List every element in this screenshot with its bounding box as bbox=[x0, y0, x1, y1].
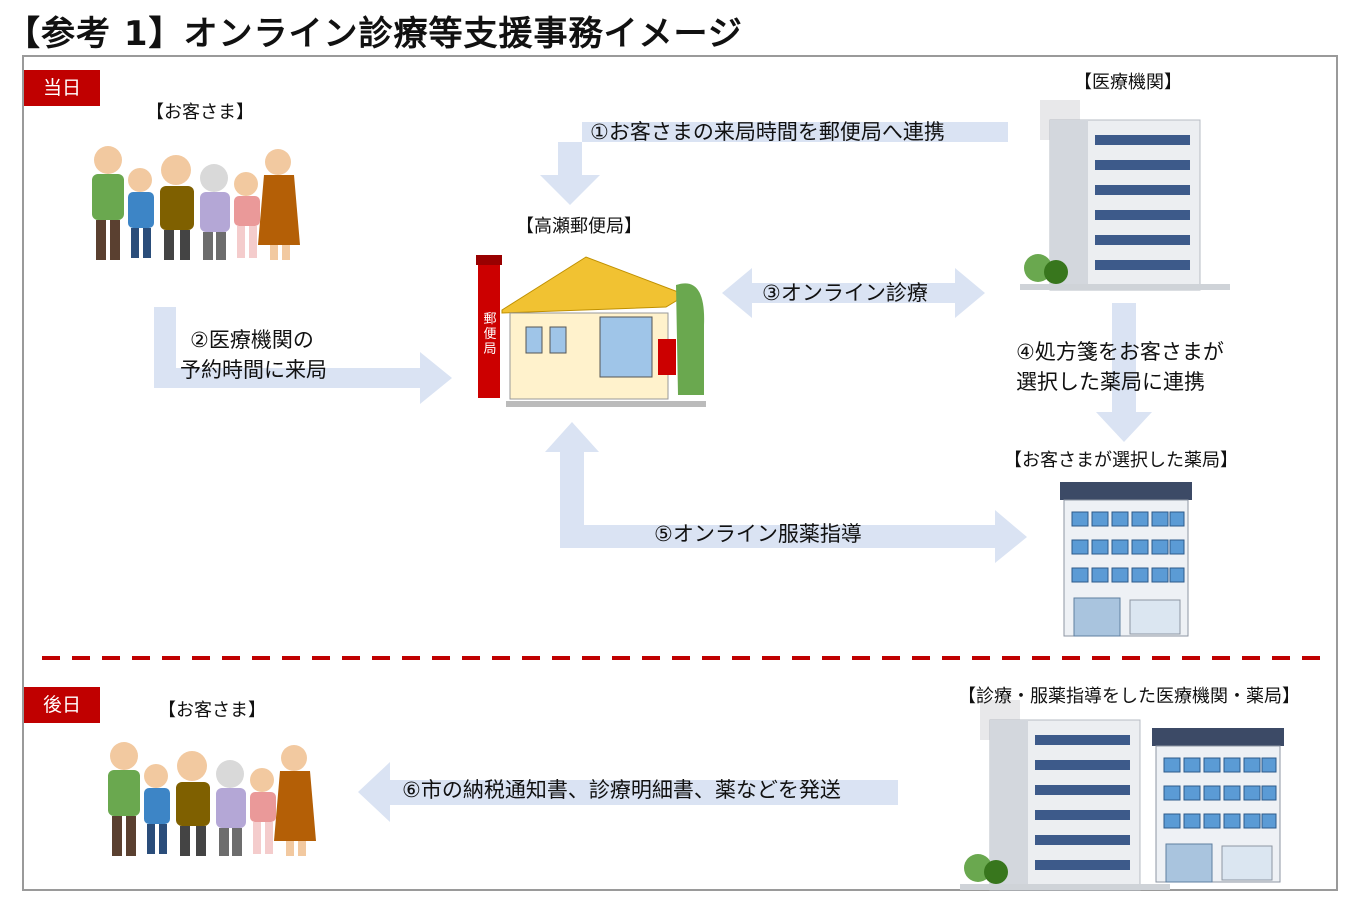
label-customer-bottom: 【お客さま】 bbox=[158, 700, 266, 721]
label-after-facilities: 【診療・服薬指導をした医療機関・薬局】 bbox=[958, 686, 1300, 707]
label-medical-institution: 【医療機関】 bbox=[1074, 72, 1182, 93]
section-tag-today: 当日 bbox=[24, 70, 100, 106]
flow-1-text: ①お客さまの来局時間を郵便局へ連携 bbox=[590, 120, 945, 144]
post-office-sign: 郵便局 bbox=[483, 312, 497, 357]
flow-6-text: ⑥市の納税通知書、診療明細書、薬などを発送 bbox=[402, 778, 841, 802]
arrow-2 bbox=[154, 307, 452, 404]
flow-3-text: ③オンライン診療 bbox=[762, 281, 928, 305]
hospital-illustration-bottom bbox=[959, 699, 1171, 891]
section-tag-later: 後日 bbox=[24, 687, 100, 723]
pharmacy-illustration-bottom bbox=[1151, 727, 1285, 883]
arrow-6 bbox=[358, 762, 898, 822]
arrow-5 bbox=[545, 422, 1027, 563]
pharmacy-illustration-top bbox=[1059, 481, 1193, 637]
flow-2-text-line2: 予約時間に来局 bbox=[180, 358, 327, 382]
customers-illustration-bottom bbox=[108, 742, 316, 856]
flow-arrows bbox=[154, 122, 1152, 822]
arrow-3 bbox=[722, 268, 985, 318]
customers-illustration-top bbox=[92, 146, 300, 260]
flow-2-text-line1: ②医療機関の bbox=[190, 328, 314, 352]
arrow-1 bbox=[540, 122, 1008, 205]
flow-4-text-line1: ④処方箋をお客さまが bbox=[1016, 340, 1224, 364]
diagram-frame bbox=[22, 55, 1338, 891]
hospital-illustration-top bbox=[1019, 99, 1231, 291]
post-office-illustration bbox=[476, 255, 706, 407]
label-post-office: 【高瀬郵便局】 bbox=[516, 216, 642, 237]
page-title: 【参考 1】オンライン診療等支援事務イメージ bbox=[6, 14, 743, 54]
label-customer-top: 【お客さま】 bbox=[146, 102, 254, 123]
label-pharmacy: 【お客さまが選択した薬局】 bbox=[1004, 450, 1238, 471]
arrow-4 bbox=[1096, 303, 1152, 442]
flow-5-text: ⑤オンライン服薬指導 bbox=[654, 522, 862, 546]
flow-4-text-line2: 選択した薬局に連携 bbox=[1016, 370, 1205, 394]
